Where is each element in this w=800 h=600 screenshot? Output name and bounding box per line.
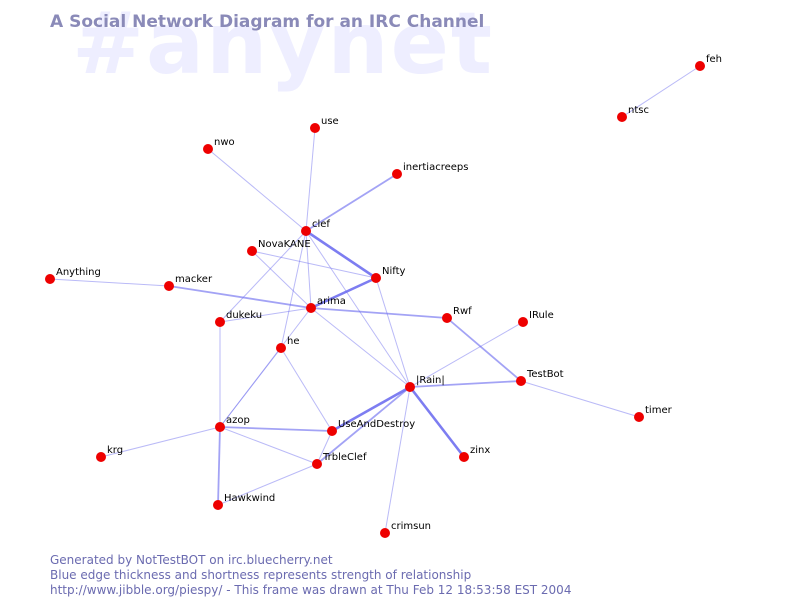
- node-Rain: [405, 382, 415, 392]
- edge-TrbleClef-Hawkwind: [217, 463, 318, 506]
- edges-layer: [49, 65, 701, 534]
- node-label-clef: clef: [312, 219, 330, 230]
- node-label-Anything: Anything: [56, 267, 101, 278]
- node-krg: [96, 452, 106, 462]
- edge-macker-arima: [168, 285, 312, 309]
- node-crimsun: [380, 528, 390, 538]
- edge-NovaKANE-arima: [251, 250, 312, 309]
- node-label-TestBot: TestBot: [526, 369, 564, 380]
- footer-url-timestamp: http://www.jibble.org/piespy/ - This fra…: [50, 583, 572, 597]
- node-label-ntsc: ntsc: [628, 105, 649, 116]
- node-label-use: use: [321, 116, 339, 127]
- edge-azop-UseAndDestroy: [219, 426, 333, 432]
- edge-arima-Rain: [310, 307, 411, 388]
- node-label-nwo: nwo: [214, 137, 235, 148]
- edge-UseAndDestroy-TrbleClef: [316, 430, 333, 465]
- node-label-feh: feh: [706, 54, 722, 65]
- edge-Rain-TrbleClef: [316, 386, 411, 465]
- footer-generated-by: Generated by NotTestBOT on irc.bluecherr…: [50, 553, 333, 567]
- node-label-dukeku: dukeku: [226, 310, 262, 321]
- edge-IRule-Rain: [409, 321, 524, 388]
- node-inertiacreeps: [392, 169, 402, 179]
- node-Anything: [45, 274, 55, 284]
- node-IRule: [518, 317, 528, 327]
- edge-nwo-clef: [207, 148, 307, 232]
- node-macker: [164, 281, 174, 291]
- node-ntsc: [617, 112, 627, 122]
- edge-Rwf-TestBot: [446, 317, 522, 382]
- node-nwo: [203, 144, 213, 154]
- node-Nifty: [371, 273, 381, 283]
- node-he: [276, 343, 286, 353]
- node-label-inertiacreeps: inertiacreeps: [403, 162, 468, 173]
- edge-arima-Rwf: [310, 307, 448, 319]
- node-TestBot: [516, 376, 526, 386]
- edge-Rain-zinx: [408, 386, 466, 458]
- node-label-azop: azop: [226, 415, 250, 426]
- edge-Nifty-Rain: [375, 277, 411, 388]
- node-label-crimsun: crimsun: [391, 521, 431, 532]
- node-label-TrbleClef: TrbleClef: [322, 452, 367, 463]
- node-azop: [215, 422, 225, 432]
- edge-azop-Hawkwind: [217, 426, 221, 506]
- node-Rwf: [442, 313, 452, 323]
- footer: Generated by NotTestBOT on irc.bluecherr…: [50, 553, 571, 598]
- node-label-arima: arima: [317, 296, 346, 307]
- edge-arima-azop: [219, 307, 312, 428]
- node-clef: [301, 226, 311, 236]
- node-label-Rain: |Rain|: [416, 375, 445, 386]
- node-arima: [306, 303, 316, 313]
- node-dukeku: [215, 317, 225, 327]
- edge-Rain-UseAndDestroy: [331, 385, 411, 433]
- node-label-Nifty: Nifty: [382, 266, 406, 277]
- diagram-title: A Social Network Diagram for an IRC Chan…: [50, 12, 485, 32]
- channel-watermark: #anynet: [72, 0, 495, 94]
- node-label-Hawkwind: Hawkwind: [224, 493, 275, 504]
- node-label-IRule: IRule: [529, 310, 554, 321]
- edge-inertiacreeps-clef: [305, 173, 398, 232]
- edge-arima-dukeku: [219, 307, 312, 323]
- node-zinx: [459, 452, 469, 462]
- edge-azop-krg: [100, 426, 221, 458]
- edge-clef-he: [280, 230, 307, 349]
- edge-Nifty-arima: [310, 276, 377, 310]
- edge-Rain-TestBot: [409, 380, 522, 388]
- node-Hawkwind: [213, 500, 223, 510]
- edge-clef-dukeku: [219, 230, 307, 323]
- edge-clef-Rain: [305, 230, 411, 388]
- edge-azop-TrbleClef: [219, 426, 318, 465]
- node-TrbleClef: [312, 459, 322, 469]
- node-label-Rwf: Rwf: [453, 306, 472, 317]
- node-label-he: he: [287, 336, 300, 347]
- node-label-timer: timer: [645, 405, 673, 416]
- edge-Anything-macker: [49, 278, 170, 287]
- edge-clef-arima: [305, 230, 312, 309]
- edge-he-UseAndDestroy: [280, 347, 333, 432]
- edge-TestBot-timer: [520, 380, 640, 418]
- edge-he-azop: [219, 347, 282, 428]
- node-NovaKANE: [247, 246, 257, 256]
- node-timer: [634, 412, 644, 422]
- node-label-zinx: zinx: [470, 445, 490, 456]
- node-label-UseAndDestroy: UseAndDestroy: [338, 419, 415, 430]
- edge-clef-Nifty: [305, 229, 377, 280]
- edge-use-clef: [305, 127, 316, 232]
- edge-NovaKANE-Nifty: [251, 250, 377, 279]
- node-label-NovaKANE: NovaKANE: [258, 239, 311, 250]
- node-use: [310, 123, 320, 133]
- node-label-macker: macker: [175, 274, 213, 285]
- node-UseAndDestroy: [327, 426, 337, 436]
- edge-ntsc-feh: [621, 65, 701, 118]
- footer-legend-note: Blue edge thickness and shortness repres…: [50, 568, 472, 582]
- node-label-krg: krg: [107, 445, 123, 456]
- node-feh: [695, 61, 705, 71]
- edge-Rain-crimsun: [384, 386, 411, 534]
